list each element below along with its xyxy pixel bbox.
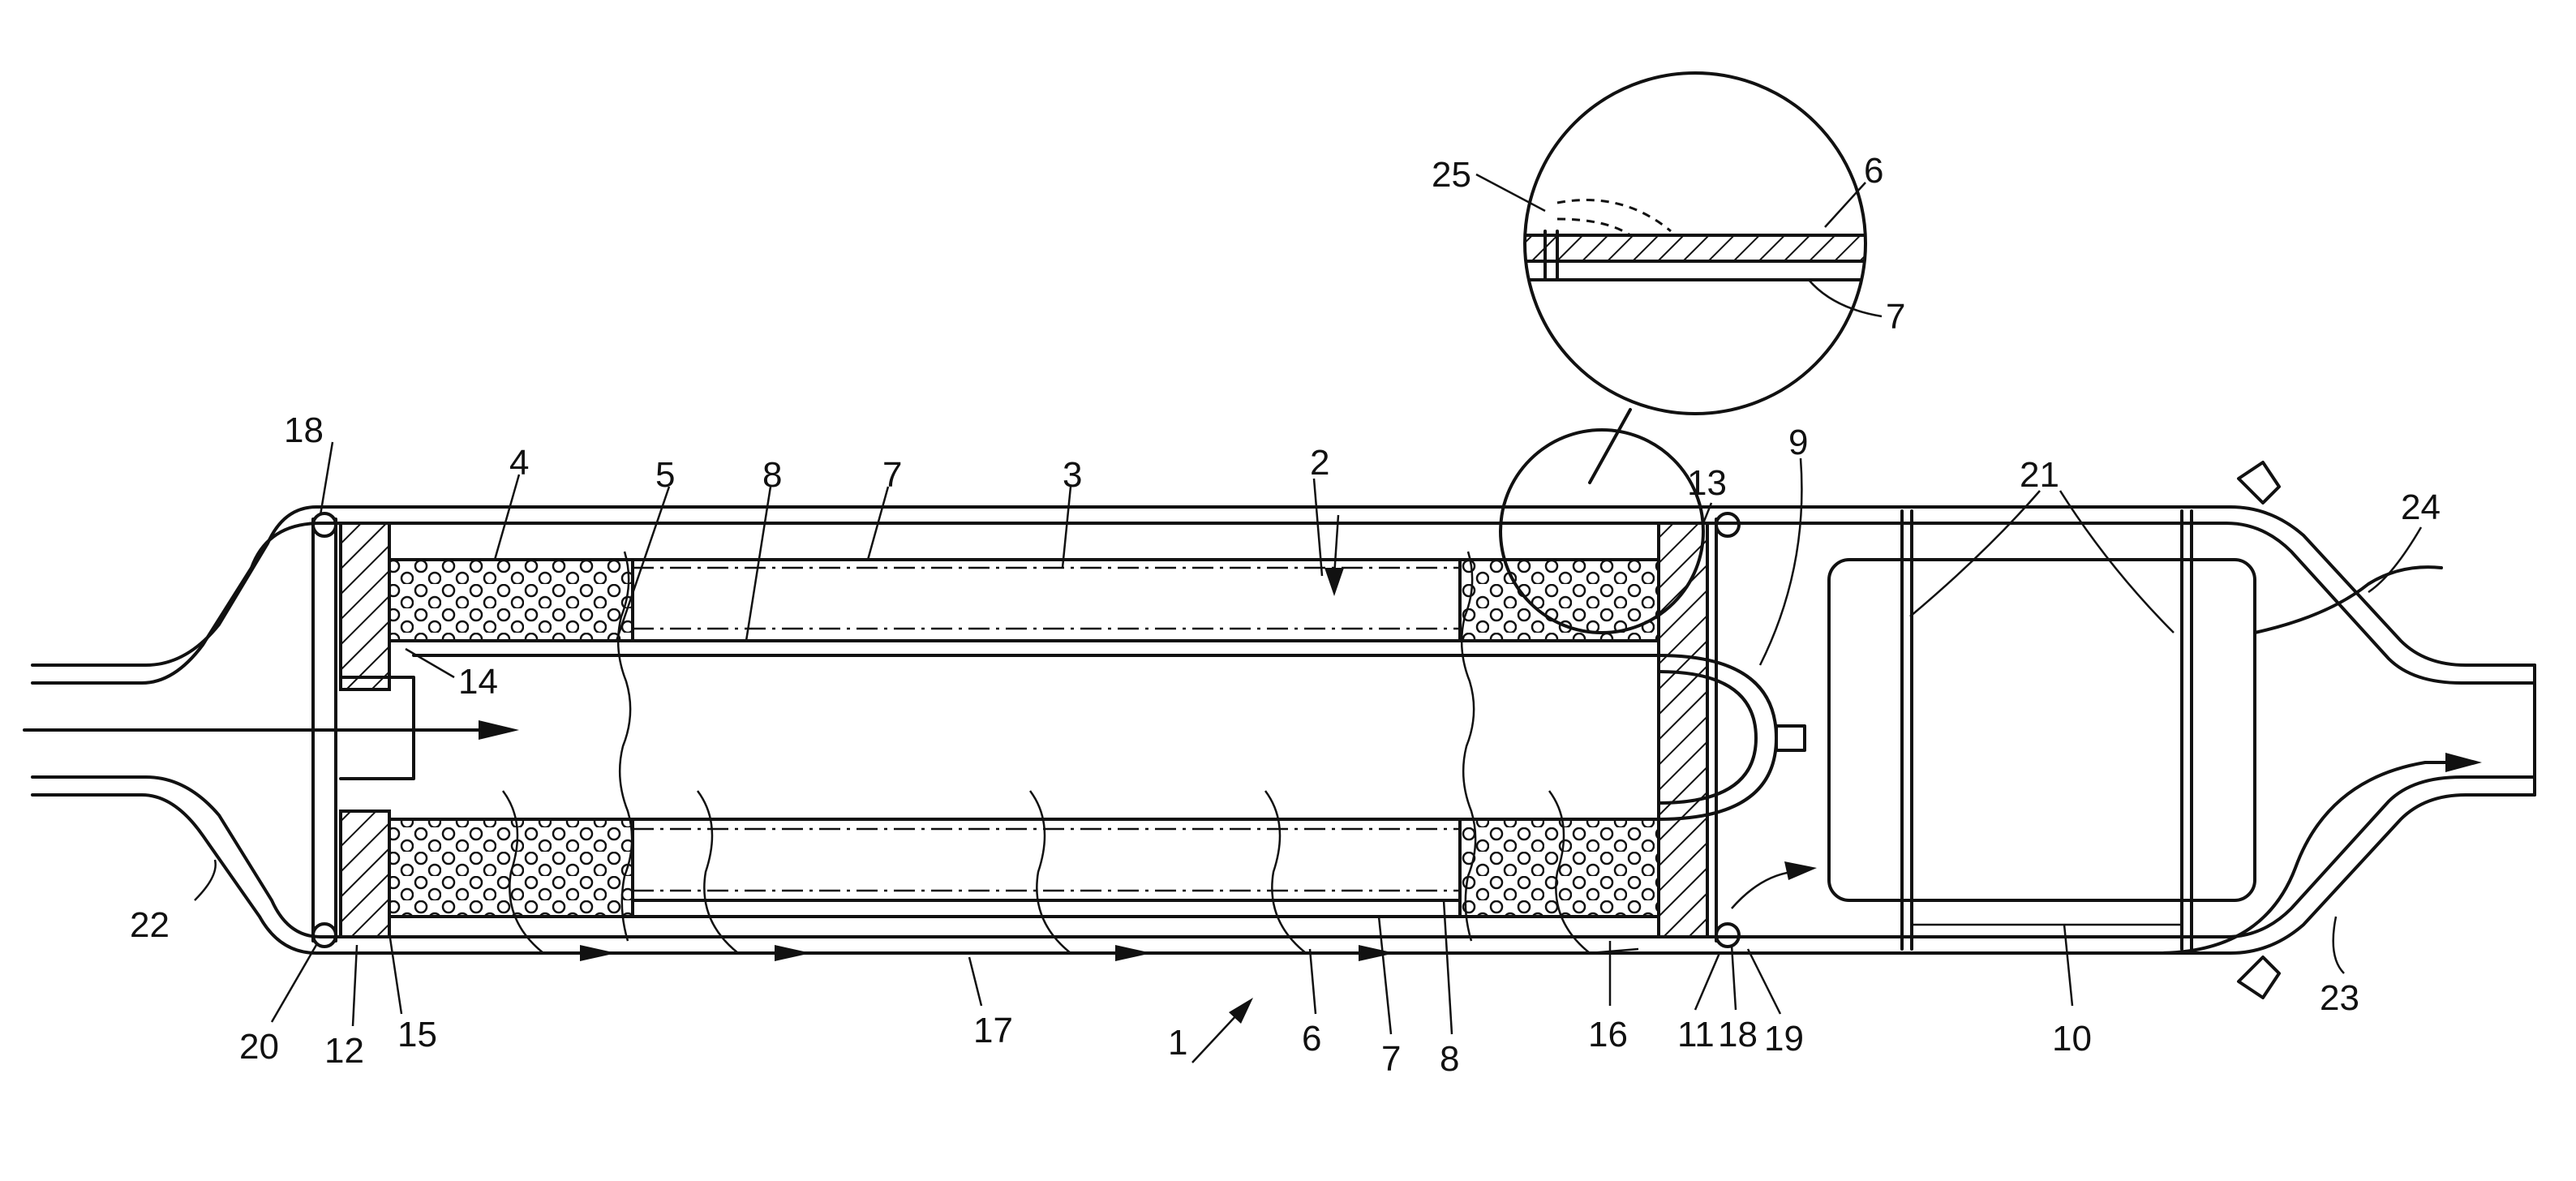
label-13: 13 [1687,463,1727,503]
label-5: 5 [655,455,675,495]
label-17: 17 [973,1011,1013,1050]
label-6-inset: 6 [1864,151,1883,191]
label-9: 9 [1788,423,1808,462]
label-3: 3 [1063,455,1082,495]
label-19: 19 [1764,1019,1804,1059]
label-7-inset: 7 [1886,297,1905,337]
label-10: 10 [2052,1019,2092,1059]
label-1: 1 [1168,1023,1187,1063]
label-21: 21 [2020,455,2059,495]
right-end-plate [1659,523,1707,937]
label-24: 24 [2401,487,2441,527]
label-14: 14 [458,662,498,702]
catalytic-module [1829,462,2441,998]
label-8-top: 8 [762,455,782,495]
label-8-bottom: 8 [1440,1039,1459,1079]
label-11: 11 [1677,1015,1715,1054]
label-15: 15 [397,1015,437,1054]
label-18-bottom: 18 [1718,1015,1758,1054]
label-7-top: 7 [882,455,902,495]
label-6-bottom: 6 [1302,1019,1321,1059]
filter-cartridges [389,560,1659,917]
label-7-bottom: 7 [1381,1039,1401,1079]
label-2: 2 [1310,443,1329,483]
label-4: 4 [509,443,529,483]
label-25: 25 [1432,155,1471,195]
label-22: 22 [130,905,170,945]
label-18-top: 18 [284,410,324,450]
label-23: 23 [2320,978,2359,1018]
label-12: 12 [324,1031,364,1071]
label-16: 16 [1588,1015,1628,1054]
label-20: 20 [239,1027,279,1067]
